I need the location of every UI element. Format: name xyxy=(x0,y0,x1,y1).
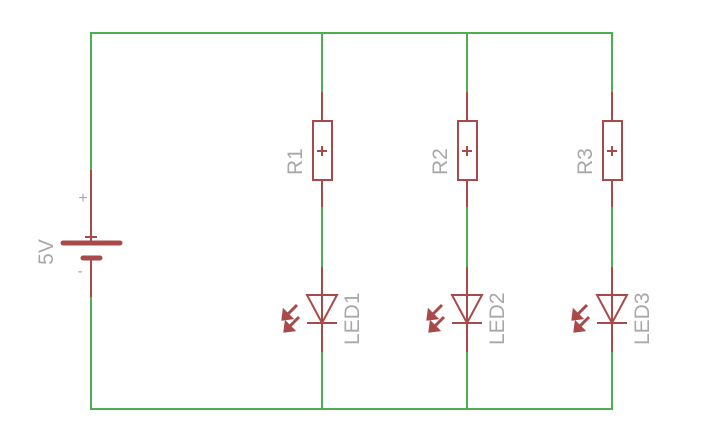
battery-minus-sign: - xyxy=(77,263,82,280)
led-label: LED1 xyxy=(341,292,364,345)
resistor-label: R1 xyxy=(284,148,307,175)
light-emission-arrows-icon xyxy=(281,303,301,333)
led1-symbol xyxy=(281,294,339,333)
led-label: LED2 xyxy=(486,292,509,345)
branch-2: R2 LED2 xyxy=(426,92,509,352)
wires xyxy=(90,32,613,410)
battery-label: 5V xyxy=(35,239,58,265)
battery-plus-sign: + xyxy=(78,190,87,207)
resistor-label: R3 xyxy=(574,148,597,175)
wire-left-loop xyxy=(90,32,613,170)
led-label: LED3 xyxy=(631,292,654,345)
resistor-label: R2 xyxy=(429,148,452,175)
led3-symbol xyxy=(571,294,629,333)
light-emission-arrows-icon xyxy=(571,303,591,333)
wire-bottom-loop xyxy=(90,297,613,410)
light-emission-arrows-icon xyxy=(426,303,446,333)
led2-symbol xyxy=(426,294,484,333)
branch-1: R1 LED1 xyxy=(281,92,364,352)
battery: + - 5V xyxy=(35,170,123,297)
branch-3: R3 LED3 xyxy=(571,92,654,352)
